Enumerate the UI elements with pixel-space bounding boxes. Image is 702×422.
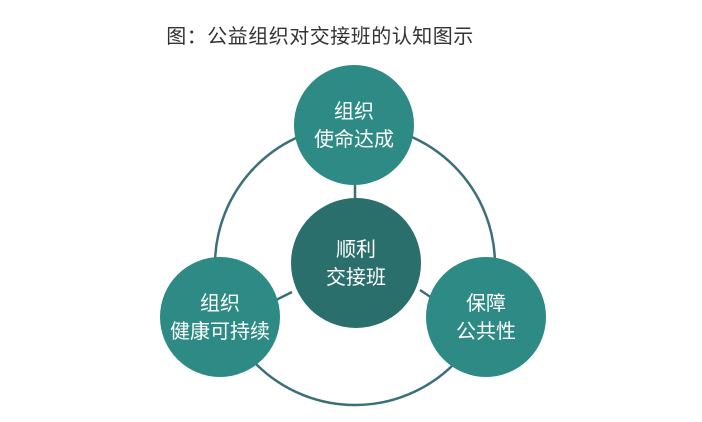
diagram-caption: 图：公益组织对交接班的认知图示 [166, 24, 474, 48]
node-center: 顺利 交接班 [291, 198, 421, 328]
node-top-line1: 组织 [334, 99, 374, 123]
node-top-line2: 使命达成 [314, 127, 394, 151]
node-right-line2: 公共性 [456, 319, 516, 343]
node-left-line2: 健康可持续 [170, 319, 270, 343]
node-center-line2: 交接班 [326, 265, 386, 289]
spoke-left [275, 290, 293, 302]
node-left-line1: 组织 [200, 291, 240, 315]
node-left: 组织 健康可持续 [160, 257, 280, 377]
node-top: 组织 使命达成 [294, 65, 414, 185]
node-center-line1: 顺利 [336, 237, 376, 261]
node-right: 保障 公共性 [426, 257, 546, 377]
node-right-line1: 保障 [466, 291, 506, 315]
